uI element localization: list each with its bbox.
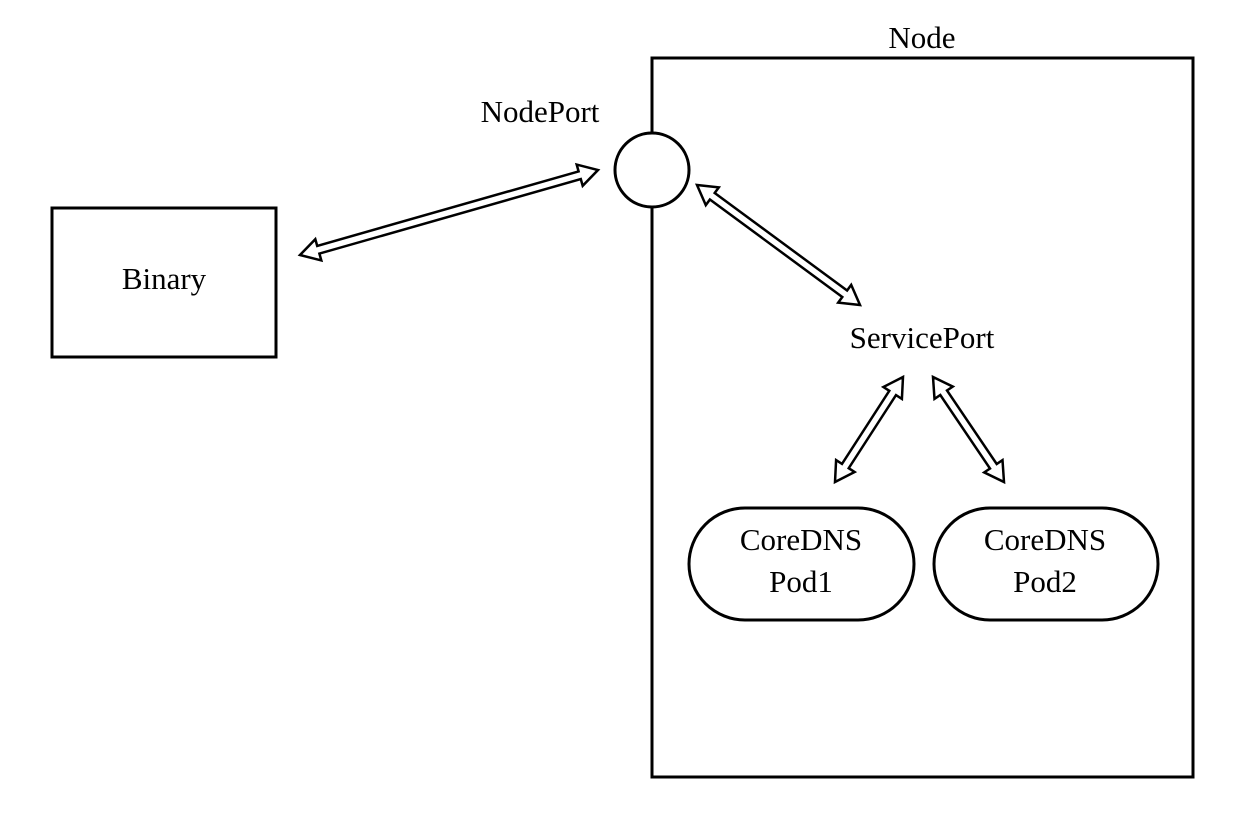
pod2-line1: CoreDNS: [984, 522, 1106, 557]
pod2-line2: Pod2: [1013, 564, 1077, 599]
binary-label: Binary: [122, 261, 207, 296]
pod1-line2: Pod1: [769, 564, 833, 599]
pod1-line1: CoreDNS: [740, 522, 862, 557]
pod1-box: [687, 506, 916, 622]
node-box: [650, 56, 1195, 779]
binary-box: [50, 206, 278, 359]
node-label: Node: [888, 20, 955, 55]
arrow-nodeport-serviceport: [694, 183, 863, 307]
arrow-serviceport-pod2: [931, 374, 1006, 485]
node-port-label: NodePort: [481, 94, 600, 129]
arrow-serviceport-pod1: [833, 374, 905, 485]
node-port-circle: [613, 131, 691, 209]
arrow-binary-nodeport: [297, 162, 601, 263]
service-port-label: ServicePort: [850, 320, 995, 355]
pod2-box: [932, 506, 1160, 622]
